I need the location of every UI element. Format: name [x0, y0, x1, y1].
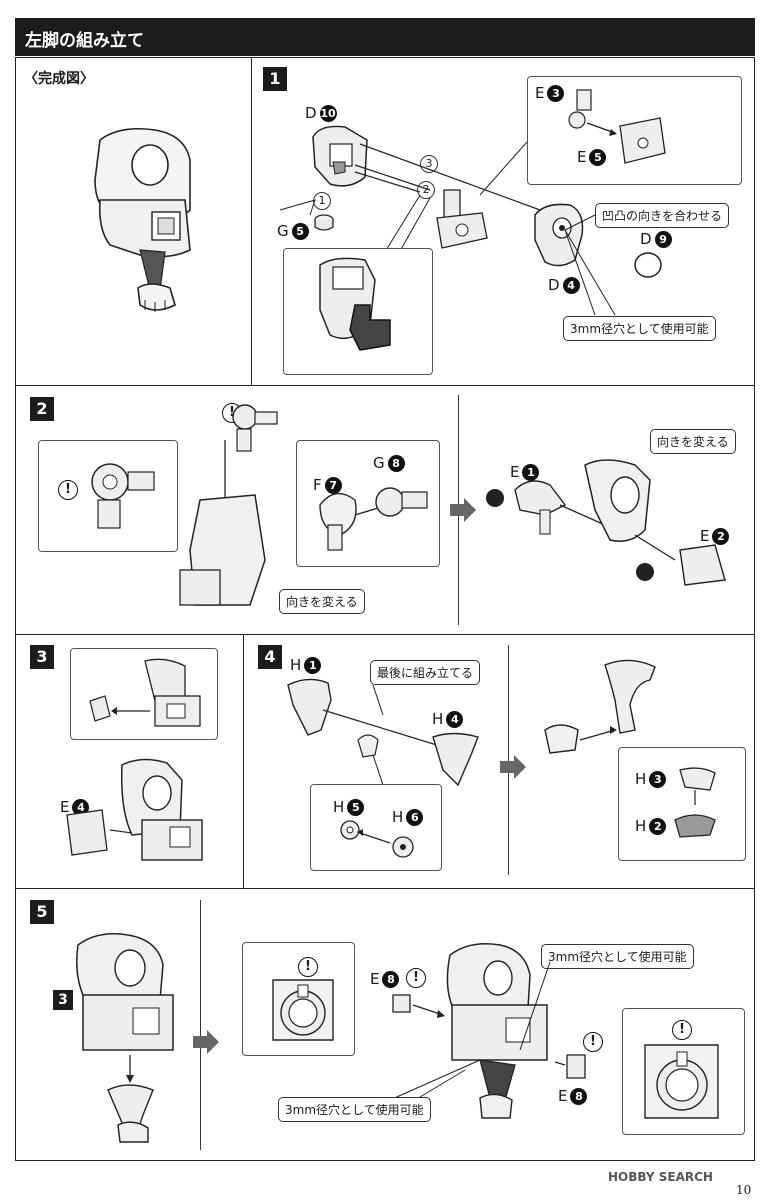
watermark: HOBBY SEARCH: [608, 1170, 713, 1184]
section-header: 左脚の組み立て: [15, 18, 755, 56]
next-arrow-icon: [193, 1030, 219, 1054]
callout-3mm-step5b: 3mm径穴として使用可能: [278, 1097, 431, 1122]
step1-callout-lines: [479, 141, 528, 196]
step4-right-illustration: [544, 659, 656, 754]
step5-panel: [15, 888, 755, 1161]
completed-label: 〈完成図〉: [24, 71, 94, 87]
callout-assemble-last: 最後に組み立てる: [370, 660, 481, 685]
part-e8a-illustration: [392, 994, 445, 1018]
next-arrow-icon: [500, 755, 526, 779]
step5-ref-step3: 3: [53, 990, 73, 1010]
step2-number: 2: [30, 397, 54, 421]
page-number: 10: [736, 1183, 752, 1197]
callout-turn-step2b: 向きを変える: [650, 429, 736, 454]
part-h3-h2-illustration: [674, 767, 716, 838]
step4-divider: [508, 645, 510, 875]
step4-number: 4: [258, 645, 282, 669]
completed-leg-illustration: [94, 127, 191, 312]
step2-detail-left-illustration: [91, 463, 155, 529]
warning-icon: !: [672, 1020, 692, 1040]
step1-callout-pointers: [564, 214, 616, 316]
part-d10-illustration: [312, 125, 368, 187]
order-marker-2: 2: [417, 181, 435, 199]
warning-icon: !: [583, 1032, 603, 1052]
part-e3-e5-illustration: [568, 89, 666, 164]
step4-right-detail-box: [618, 747, 746, 861]
part-e8b-illustration: [554, 1054, 586, 1079]
callout-3mm-step5a: 3mm径穴として使用可能: [541, 944, 694, 969]
step3-number: 3: [30, 645, 54, 669]
step2-ball-joint-illustration: [232, 404, 278, 452]
part-f7-g8-illustration: [319, 487, 428, 551]
step5-number: 5: [30, 900, 54, 924]
callout-turn-step2a: 向きを変える: [279, 589, 365, 614]
step3-leg-illustration: [66, 758, 203, 861]
part-g5-illustration: [314, 214, 334, 231]
step5-detail-left-illustration: [272, 979, 334, 1041]
section-title: 左脚の組み立て: [25, 31, 144, 51]
warning-icon: !: [406, 968, 426, 988]
step5-detail-right-illustration: [644, 1044, 719, 1119]
part-joint-illustration: [436, 189, 488, 249]
next-arrow-icon: [450, 498, 476, 522]
step2-right-assembly-illustration: [486, 459, 726, 586]
callout-3mm-step1: 3mm径穴として使用可能: [563, 316, 716, 341]
step2-leg-illustration: [179, 440, 266, 606]
step5-divider: [200, 900, 202, 1150]
warning-icon: !: [298, 957, 318, 977]
step4-detail-box: [310, 784, 442, 871]
step5-left-illustration: [76, 933, 174, 1143]
callout-align-notch: 凹凸の向きを合わせる: [595, 203, 730, 228]
order-marker-3: 3: [420, 155, 438, 173]
order-marker-1: 1: [313, 192, 331, 210]
step5-callout-lines: [389, 961, 551, 1101]
step1-number: 1: [263, 67, 287, 91]
step4-parts-illustration: [287, 678, 479, 787]
step1-detail-illustration: [319, 257, 391, 351]
step3-detail-illustration: [89, 658, 201, 727]
step5-center-leg-illustration: [446, 943, 548, 1119]
part-h5-h6-illustration: [340, 820, 414, 858]
warning-icon: !: [58, 480, 78, 500]
part-d9-illustration: [634, 252, 662, 278]
